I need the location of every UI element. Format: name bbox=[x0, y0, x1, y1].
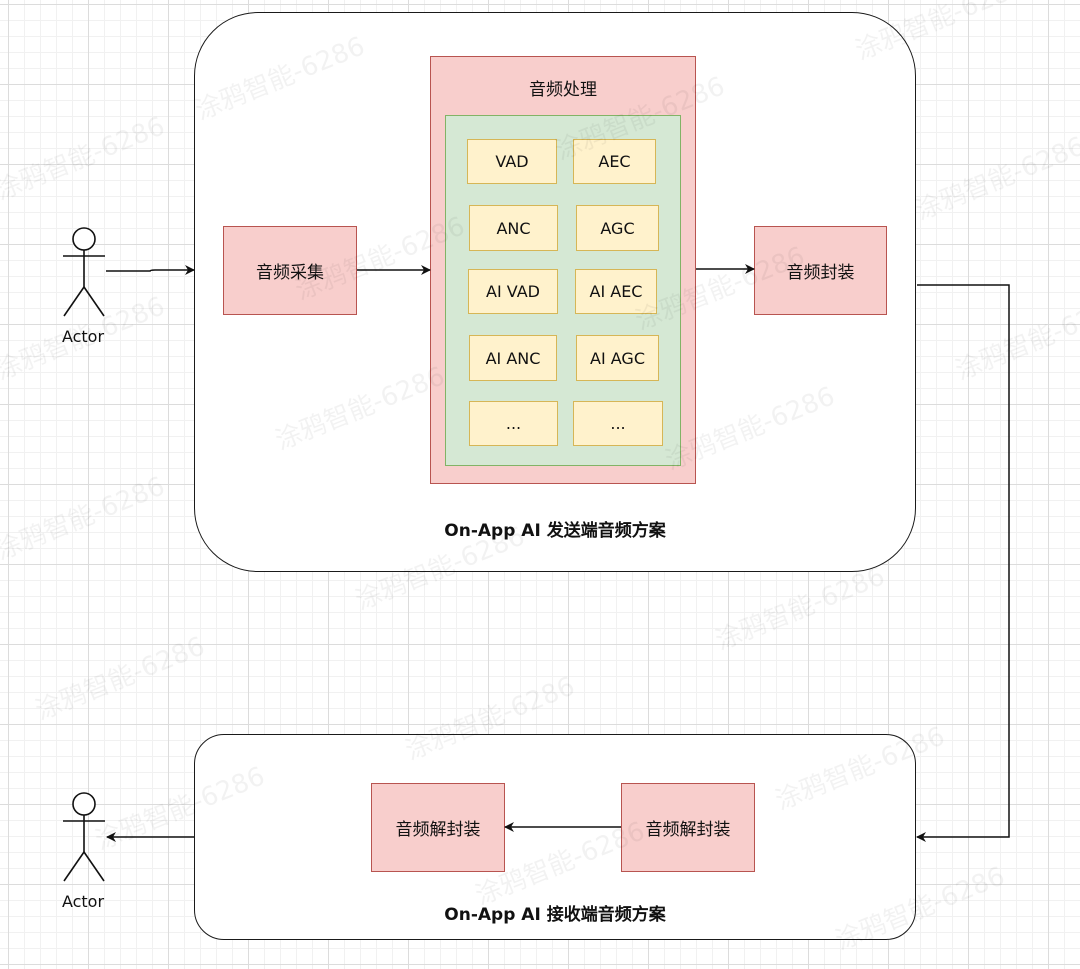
watermark-text: 涂鸦智能-6286 bbox=[551, 71, 729, 166]
module-ai-anc: AI ANC bbox=[469, 335, 557, 381]
watermark-text: 涂鸦智能-6286 bbox=[351, 521, 529, 616]
watermark-text: 涂鸦智能-6286 bbox=[771, 721, 949, 816]
watermark-text: 涂鸦智能-6286 bbox=[631, 241, 809, 336]
receiver-container bbox=[194, 734, 916, 940]
module-ai-vad: AI VAD bbox=[468, 269, 558, 314]
sender-container-label: On-App AI 发送端音频方案 bbox=[444, 521, 666, 541]
watermark-text: 涂鸦智能-6286 bbox=[0, 471, 169, 566]
watermark-text: 涂鸦智能-6286 bbox=[0, 291, 169, 386]
audio-processing-title: 音频处理 bbox=[529, 80, 597, 100]
watermark-text: 涂鸦智能-6286 bbox=[191, 31, 369, 126]
module-ai-aec: AI AEC bbox=[575, 269, 657, 314]
watermark-text: 涂鸦智能-6286 bbox=[401, 671, 579, 766]
watermark-text: 涂鸦智能-6286 bbox=[91, 761, 269, 856]
arrow-actor-to-capture bbox=[106, 265, 195, 275]
watermark-text: 涂鸦智能-6286 bbox=[471, 816, 649, 911]
actor-bottom-icon bbox=[63, 792, 105, 882]
module-vad: VAD bbox=[467, 139, 557, 184]
arrow-sender-to-receiver bbox=[916, 284, 1010, 842]
module-more-left: ... bbox=[469, 401, 558, 446]
module-ai-agc: AI AGC bbox=[576, 335, 659, 381]
audio-capture-box: 音频采集 bbox=[223, 226, 357, 315]
module-agc: AGC bbox=[576, 205, 659, 251]
actor-bottom-label: Actor bbox=[61, 892, 105, 911]
module-anc: ANC bbox=[469, 205, 558, 251]
watermark-text: 涂鸦智能-6286 bbox=[291, 211, 469, 306]
watermark-text: 涂鸦智能-6286 bbox=[911, 131, 1080, 226]
watermark-text: 涂鸦智能-6286 bbox=[31, 631, 209, 726]
watermark-text: 涂鸦智能-6286 bbox=[661, 381, 839, 476]
audio-encapsulate-box: 音频封装 bbox=[754, 226, 887, 315]
module-more-right: ... bbox=[573, 401, 663, 446]
watermark-text: 涂鸦智能-6286 bbox=[0, 111, 169, 206]
module-aec: AEC bbox=[573, 139, 656, 184]
watermark-text: 涂鸦智能-6286 bbox=[851, 0, 1029, 66]
actor-top-icon bbox=[63, 227, 105, 317]
watermark-text: 涂鸦智能-6286 bbox=[951, 291, 1080, 386]
watermark-text: 涂鸦智能-6286 bbox=[711, 561, 889, 656]
watermark-text: 涂鸦智能-6286 bbox=[831, 861, 1009, 956]
actor-top-label: Actor bbox=[61, 327, 105, 346]
audio-decapsulate-left-box: 音频解封装 bbox=[371, 783, 505, 872]
watermark-text: 涂鸦智能-6286 bbox=[271, 361, 449, 456]
receiver-container-label: On-App AI 接收端音频方案 bbox=[444, 905, 666, 925]
audio-decapsulate-right-box: 音频解封装 bbox=[621, 783, 755, 872]
